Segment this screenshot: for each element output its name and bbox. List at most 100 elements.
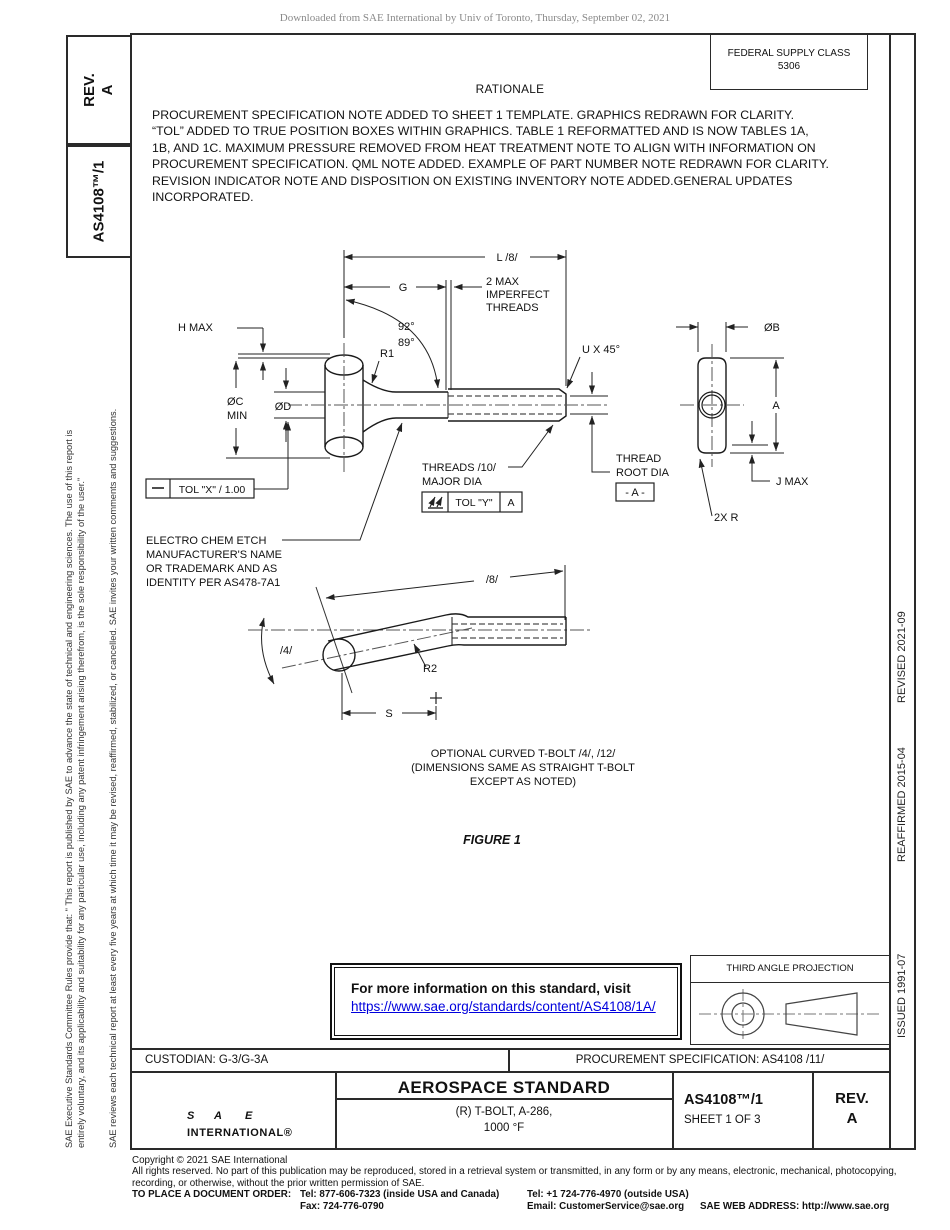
thread-root-label: ROOT DIA: [616, 467, 670, 479]
datum-a-box: [615, 482, 655, 502]
sidebar-rev-box: REV. A: [66, 35, 132, 145]
etch-note: MANUFACTURER'S NAME: [146, 549, 282, 561]
part-title: (R) T-BOLT, A-286,: [455, 1106, 553, 1118]
dia-c-label: ØC: [227, 396, 244, 408]
r1-leader: [371, 360, 380, 384]
dia-c-min-label: MIN: [227, 410, 247, 422]
order-label: TO PLACE A DOCUMENT ORDER:: [132, 1189, 292, 1200]
rationale-title: RATIONALE: [475, 82, 545, 96]
curved-dim-8: [325, 565, 566, 620]
fsc-label: FEDERAL SUPPLY CLASS: [727, 48, 851, 59]
dim-s-label: S: [385, 708, 392, 720]
thread-root-label: THREAD: [616, 453, 661, 465]
threads-note: MAJOR DIA: [422, 476, 483, 488]
threads-note: THREADS /10/: [422, 462, 497, 474]
etch-leader: [282, 422, 403, 541]
angle-label-92: 92°: [398, 321, 415, 333]
dia-d-label: ØD: [275, 401, 292, 413]
tel-outside: Tel: +1 724-776-4970 (outside USA): [527, 1189, 689, 1200]
rationale-text: PROCUREMENT SPECIFICATION NOTE ADDED TO …: [152, 107, 882, 205]
chamfer-label: U X 45°: [582, 344, 620, 356]
third-angle-projection-symbol: [699, 989, 879, 1039]
titleblock-divider: [335, 1071, 337, 1150]
disclaimer-paragraph-2: SAE reviews each technical report at lea…: [108, 268, 120, 1148]
titleblock-line: [336, 1098, 672, 1100]
dim-L: [343, 250, 567, 386]
dim-A: [730, 357, 784, 454]
sae-logo-e: E: [245, 1110, 253, 1122]
sae-logo-s: S: [187, 1110, 195, 1122]
dim-a-label: A: [772, 400, 780, 412]
rights-line: All rights reserved. No part of this pub…: [132, 1166, 897, 1177]
dim-B: [676, 322, 748, 352]
dim-G-label: G: [399, 282, 408, 294]
h-max-dim: [237, 327, 267, 380]
etch-note: OR TRADEMARK AND AS: [146, 563, 277, 575]
info-box-inner: For more information on this standard, v…: [334, 967, 678, 1036]
titleblock-rev-value: A: [846, 1110, 858, 1127]
procurement-spec: PROCUREMENT SPECIFICATION: AS4108 /11/: [575, 1054, 825, 1066]
titleblock-divider: [508, 1048, 510, 1071]
figure-title: FIGURE 1: [463, 833, 521, 847]
curved-dim-4-label: /4/: [280, 645, 293, 657]
rationale-line: PROCUREMENT SPECIFICATION. QML NOTE ADDE…: [152, 157, 829, 172]
two-x-r-leader: [698, 458, 713, 517]
download-notice: Downloaded from SAE International by Uni…: [279, 12, 671, 24]
chamfer-leader: [566, 356, 581, 389]
web-address: SAE WEB ADDRESS: http://www.sae.org: [700, 1200, 890, 1212]
tel-inside: Tel: 877-606-7323 (inside USA and Canada…: [300, 1189, 500, 1200]
titleblock-divider: [672, 1071, 674, 1150]
sidebar-docnum-box: AS4108™/1: [66, 145, 132, 258]
sidebar-rev-value: A: [98, 84, 116, 96]
r2-label: R2: [423, 663, 437, 675]
imperfect-threads-note: IMPERFECT: [486, 289, 550, 301]
rationale-line: “TOL” ADDED TO TRUE POSITION BOXES WITHI…: [152, 124, 809, 139]
etch-note: IDENTITY PER AS478-7A1: [146, 577, 280, 589]
curved-dim-8-label: /8/: [486, 574, 499, 586]
standard-link[interactable]: https://www.sae.org/standards/content/AS…: [351, 999, 656, 1014]
titleblock-doc-number: AS4108™/1: [684, 1092, 763, 1108]
disclaimer-line-1: SAE Executive Standards Committee Rules …: [64, 429, 74, 1148]
projection-box-label: THIRD ANGLE PROJECTION: [691, 956, 889, 983]
r1-label: R1: [380, 348, 394, 360]
copyright: Copyright © 2021 SAE International: [132, 1155, 288, 1166]
disclaimer-line-2: entirely voluntary, and its applicabilit…: [75, 477, 86, 1148]
tol-y-frame: [421, 491, 523, 513]
titleblock-divider: [812, 1071, 814, 1150]
end-view-hole-outer: [698, 391, 726, 419]
dim-angle-arc: [345, 298, 441, 389]
sidebar-rev-label: REV.: [80, 73, 98, 107]
sae-logo-a: A: [213, 1110, 222, 1122]
curved-centerlines: [248, 627, 592, 669]
part-title: 1000 °F: [483, 1122, 525, 1134]
sae-logo: S A E INTERNATIONAL®: [187, 1110, 292, 1139]
end-view-centerlines: [680, 344, 744, 467]
end-view-body: [697, 357, 727, 454]
titleblock-rev-label: REV.: [835, 1090, 869, 1107]
figure-1-drawing: L /8/ G 2 MAX IMPERFECT THREADS 92° 89° …: [145, 250, 809, 847]
titleblock-line: [130, 1071, 890, 1073]
figure-caption: EXCEPT AS NOTED): [470, 776, 576, 788]
r2-center-cross: [430, 692, 442, 704]
fax: Fax: 724-776-0790: [300, 1200, 384, 1212]
dim-J: [732, 421, 770, 482]
rationale-line: REVISION INDICATOR NOTE AND DISPOSITION …: [152, 173, 793, 188]
tol-y-datum: A: [507, 497, 514, 509]
rationale-line: INCORPORATED.: [152, 190, 254, 205]
sheet-number: SHEET 1 OF 3: [684, 1114, 761, 1126]
fsc-box: FEDERAL SUPPLY CLASS 5306: [710, 33, 868, 90]
h-max-label: H MAX: [178, 322, 214, 334]
sidebar-rev-text: REV. A: [81, 73, 117, 107]
tol-x-label: TOL "X" / 1.00: [179, 484, 246, 496]
custodian: CUSTODIAN: G-3/G-3A: [145, 1054, 269, 1066]
tol-y-label: TOL "Y": [455, 497, 492, 509]
thread-root-dim: [588, 372, 610, 473]
imperfect-threads-note: 2 MAX: [486, 276, 520, 288]
datum-a-label: - A -: [625, 487, 645, 499]
rationale-line: 1B, AND 1C. MAXIMUM PRESSURE REMOVED FRO…: [152, 140, 816, 155]
dim-S: [341, 673, 437, 720]
j-max-label: J MAX: [776, 476, 809, 488]
curved-dim-4-arc: [258, 617, 275, 685]
imperfect-threads-note: THREADS: [486, 302, 539, 314]
